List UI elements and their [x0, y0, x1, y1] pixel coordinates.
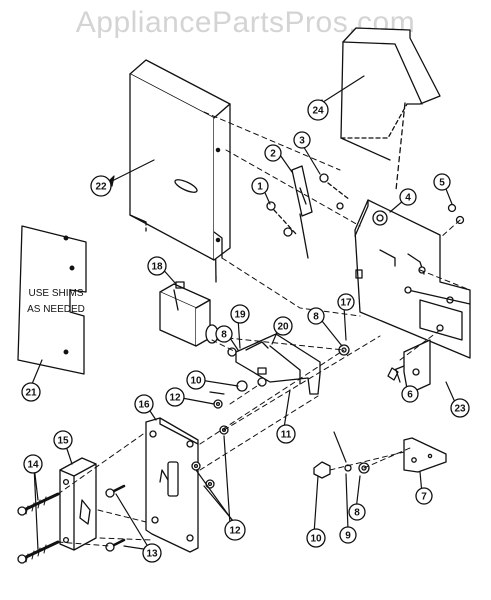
- callout-12-upper: 12: [169, 393, 181, 404]
- bracket-7: [403, 437, 447, 473]
- callout-17: 17: [340, 298, 352, 309]
- callout-18: 18: [151, 262, 163, 273]
- mounting-bracket-4: [354, 199, 471, 359]
- callout-labels: 22 24 1 2 3 4 5 18 8 19 20 8 17 6 23 10 …: [25, 106, 466, 560]
- callout-13: 13: [146, 549, 158, 560]
- callout-9: 9: [345, 531, 351, 542]
- shim-note-line-2: AS NEEDED: [27, 304, 85, 315]
- solenoid-18: [159, 281, 227, 347]
- plunger-arm-20: [235, 333, 321, 395]
- callout-10-upper: 10: [190, 376, 202, 387]
- callout-14: 14: [27, 460, 39, 471]
- callout-8-lower: 8: [354, 508, 360, 519]
- callout-24: 24: [312, 106, 324, 117]
- bracket-6: [387, 339, 431, 395]
- washers-and-nuts: [191, 203, 465, 489]
- callout-12-lower: 12: [229, 526, 241, 537]
- callout-2: 2: [270, 149, 276, 160]
- top-cover-24: [340, 27, 441, 191]
- callout-8-bracket: 8: [313, 312, 319, 323]
- callout-3: 3: [299, 136, 305, 147]
- callout-11: 11: [281, 430, 292, 441]
- long-screws-14: [17, 492, 60, 564]
- callout-15: 15: [57, 436, 69, 447]
- callout-circles: [21, 99, 470, 563]
- callout-8-solenoid: 8: [221, 330, 227, 341]
- callout-19: 19: [234, 310, 246, 321]
- shim-note-line-1: USE SHIMS: [28, 288, 83, 299]
- callout-4: 4: [405, 193, 411, 204]
- callout-16: 16: [138, 400, 150, 411]
- latch-plate-16: [145, 417, 199, 553]
- screws-13: [105, 484, 126, 552]
- callout-23: 23: [454, 404, 466, 415]
- callout-5: 5: [439, 178, 445, 189]
- callout-20: 20: [277, 322, 289, 333]
- assembly-lines: [57, 111, 471, 547]
- callout-1: 1: [257, 182, 263, 193]
- cover-panel-22: [129, 59, 231, 283]
- shim-note: USE SHIMS AS NEEDED: [27, 288, 85, 315]
- switch-2: [266, 165, 351, 259]
- callout-22: 22: [95, 182, 107, 193]
- callout-21: 21: [25, 388, 37, 399]
- callout-10-lower: 10: [310, 534, 322, 545]
- striker-15: [59, 457, 97, 551]
- callout-6: 6: [407, 390, 413, 401]
- shim-plate-21: [17, 225, 87, 375]
- callout-7: 7: [421, 492, 427, 503]
